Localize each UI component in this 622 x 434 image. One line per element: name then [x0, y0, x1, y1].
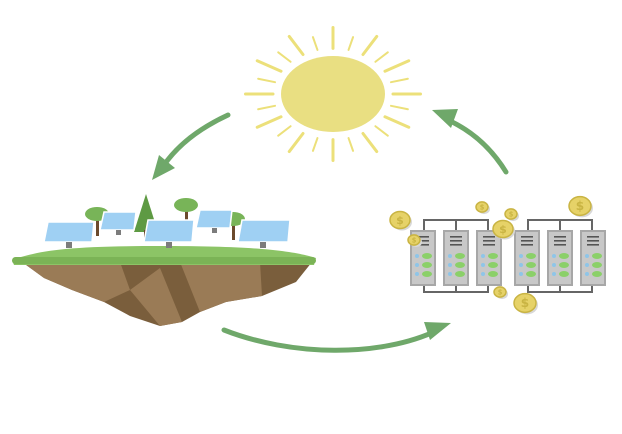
island-rock-facet: [22, 262, 130, 302]
sun-ray: [311, 137, 319, 152]
dollar-coin-icon: $: [504, 208, 519, 222]
cycle-arrow-head: [424, 322, 451, 340]
server-rack-icon: [547, 230, 573, 286]
floating-island-icon: [12, 194, 316, 326]
sun-ray: [257, 104, 277, 111]
sun-ray: [361, 131, 379, 154]
coin-symbol: $: [521, 296, 529, 310]
solar-panel-icon: [43, 221, 95, 248]
dollar-coin-icon: $: [513, 292, 538, 315]
server-rack-icon: [443, 230, 469, 286]
sun-icon: [244, 26, 422, 162]
sun-ray: [347, 137, 355, 152]
server-rack-icon: [476, 230, 502, 286]
solar-panel-icon: [195, 209, 233, 233]
server-cable: [423, 219, 593, 293]
sun-ray: [287, 34, 305, 57]
sun-disc: [281, 56, 385, 132]
dollar-coin-icon: $: [568, 195, 593, 218]
tree-icon: [174, 198, 198, 222]
solar-panel-icon: [237, 219, 291, 248]
dollar-coin-icon: $: [389, 210, 412, 231]
sun-ray: [277, 125, 292, 137]
coin-symbol: $: [412, 236, 417, 244]
cycle-arrows: [152, 109, 509, 353]
coin-symbol: $: [498, 288, 503, 296]
sun-ray: [255, 115, 283, 129]
sun-ray: [277, 51, 292, 63]
island-rock-facet: [130, 268, 182, 326]
cycle-arrow-icon: [445, 117, 509, 175]
sun-ray: [347, 36, 355, 51]
coin-group: $$$$$$$$: [389, 195, 593, 315]
sun-ray: [383, 59, 411, 73]
solar-panel-icon: [143, 219, 195, 248]
solar-panel-icon: [99, 211, 137, 235]
island-grass-edge: [12, 257, 316, 264]
cycle-arrow-icon: [161, 112, 231, 168]
sun-ray: [383, 115, 411, 129]
sun-ray: [389, 104, 409, 111]
sun-ray: [257, 77, 277, 84]
server-group: [410, 230, 606, 286]
server-rack-icon: [580, 230, 606, 286]
sun-ray: [361, 34, 379, 57]
coin-symbol: $: [480, 203, 485, 211]
island-rock-facet: [180, 262, 262, 312]
sun-ray: [389, 77, 409, 84]
dollar-coin-icon: $: [407, 234, 422, 248]
sun-ray: [374, 125, 389, 137]
coin-symbol: $: [576, 199, 584, 213]
dollar-coin-icon: $: [492, 219, 515, 240]
coin-symbol: $: [499, 223, 507, 236]
cycle-arrow-icon: [221, 327, 441, 353]
cycle-arrow-head: [432, 109, 458, 128]
sun-ray: [374, 51, 389, 63]
dollar-coin-icon: $: [493, 286, 508, 300]
sun-rays: [244, 26, 422, 162]
sun-ray: [255, 59, 283, 73]
sun-ray: [287, 131, 305, 154]
coin-symbol: $: [509, 210, 514, 218]
coin-symbol: $: [396, 214, 404, 227]
server-farm: [410, 219, 606, 293]
dollar-coin-icon: $: [475, 201, 490, 215]
cycle-arrow-head: [152, 155, 175, 180]
server-rack-icon: [514, 230, 540, 286]
sun-ray: [311, 36, 319, 51]
